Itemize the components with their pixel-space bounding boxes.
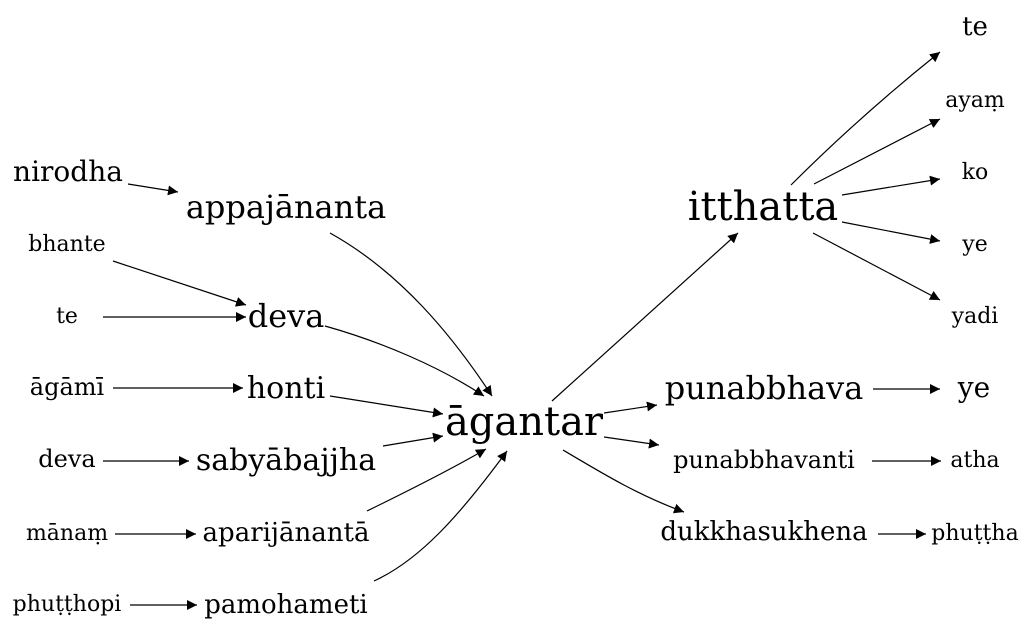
node-yadi: yadi bbox=[951, 304, 999, 329]
node-nirodha: nirodha bbox=[13, 155, 123, 188]
node-ye-big: ye bbox=[957, 371, 990, 404]
edge-pamohameti-agantar bbox=[373, 450, 508, 582]
node-punabbhava: punabbhava bbox=[665, 369, 864, 407]
node-aparijananta: aparijānantā bbox=[203, 518, 370, 548]
node-honti: honti bbox=[247, 371, 325, 406]
node-dukkhasukhena: dukkhasukhena bbox=[660, 517, 867, 547]
edge-itthatta-ayam bbox=[813, 118, 941, 185]
node-deva-big: deva bbox=[248, 297, 325, 335]
node-bhante: bhante bbox=[28, 232, 105, 257]
edge-itthatta-te bbox=[790, 51, 941, 186]
edge-nirodha-appajananta bbox=[127, 183, 179, 196]
edge-agantar-punabbhavanti bbox=[603, 436, 660, 449]
edge-appajananta-agantar bbox=[329, 232, 493, 397]
node-deva-small: deva bbox=[38, 445, 95, 473]
edge-deva-agantar bbox=[324, 325, 485, 397]
edge-agantar-itthatta bbox=[551, 232, 739, 402]
edge-sabyabajjha-agantar bbox=[382, 432, 444, 447]
edge-agantar-dukkhasukhena bbox=[562, 449, 685, 514]
node-ayam: ayaṃ bbox=[945, 88, 1005, 113]
node-ye-small: ye bbox=[961, 232, 987, 257]
node-te-right: te bbox=[962, 12, 988, 42]
node-agantar: āgantar bbox=[445, 399, 604, 445]
node-pamohameti: pamohameti bbox=[204, 590, 368, 620]
node-atha: atha bbox=[950, 448, 999, 473]
node-appajananta: appajānanta bbox=[186, 188, 386, 226]
edge-honti-agantar bbox=[329, 395, 444, 418]
node-punabbhavanti: punabbhavanti bbox=[673, 446, 855, 474]
node-ko: ko bbox=[962, 160, 989, 185]
edge-itthatta-ye bbox=[841, 221, 941, 245]
node-sabyabajjha: sabyābajjha bbox=[196, 443, 376, 478]
edge-aparijananta-agantar bbox=[366, 448, 487, 512]
edge-itthatta-ko bbox=[841, 175, 941, 196]
node-manam: mānaṃ bbox=[26, 521, 108, 546]
edge-bhante-deva bbox=[112, 260, 247, 307]
node-phuttha: phuṭṭha bbox=[931, 521, 1018, 546]
node-itthatta: itthatta bbox=[688, 184, 839, 230]
node-agami: āgāmī bbox=[30, 373, 105, 401]
node-te-left: te bbox=[56, 304, 78, 329]
edge-agantar-punabbhava bbox=[603, 401, 658, 414]
node-phutthopi: phuṭṭhopi bbox=[13, 592, 122, 617]
edge-itthatta-yadi bbox=[812, 232, 941, 301]
